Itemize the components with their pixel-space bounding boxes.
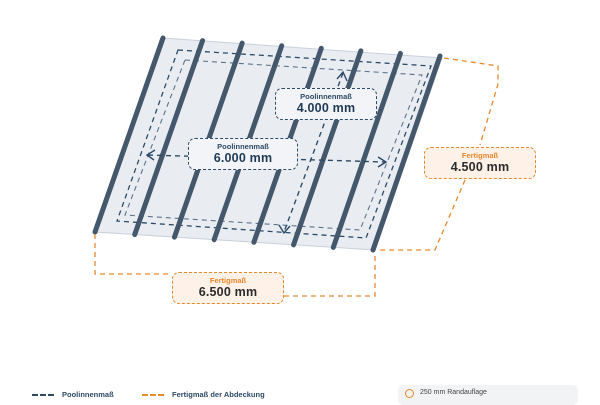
cover-rails — [92, 35, 443, 253]
legend-inner-swatch — [32, 393, 54, 396]
finish-width-value: 6.500 mm — [198, 285, 258, 299]
cover-rail — [330, 50, 403, 250]
inner-width-arrowhead-right — [377, 156, 388, 168]
legend-finish-swatch — [142, 393, 164, 396]
edge-support-label: 250 mm Randauflage — [420, 389, 487, 396]
cover-rail — [291, 48, 364, 248]
location-pin-icon — [405, 389, 414, 398]
pool-inner-outline-offset — [124, 59, 423, 231]
inner-depth-title: Poolinnenmaß — [300, 92, 352, 101]
inner-width-arrowhead-left — [145, 149, 156, 161]
edge-support-note: 250 mm Randauflage — [398, 385, 578, 405]
finish-width-label: Fertigmaß 6.500 mm — [172, 272, 284, 304]
legend-inner-label: Poolinnenmaß — [62, 390, 114, 399]
pool-inner-outline — [116, 49, 432, 239]
inner-depth-value: 4.000 mm — [296, 101, 356, 115]
inner-depth-arrowhead-bottom — [278, 224, 291, 235]
cover-rail — [92, 35, 166, 235]
finish-depth-label: Fertigmaß 4.500 mm — [424, 147, 536, 179]
inner-width-title: Poolinnenmaß — [217, 142, 269, 151]
cover-rail — [370, 53, 443, 253]
legend-finish-label: Fertigmaß der Abdeckung — [172, 390, 265, 399]
finish-depth-bracket — [443, 57, 499, 146]
finish-depth-bracket-lower — [378, 179, 466, 251]
finish-width-title: Fertigmaß — [209, 276, 247, 285]
finish-width-bracket — [94, 234, 172, 275]
inner-width-label: Poolinnenmaß 6.000 mm — [188, 138, 298, 170]
cover-rail — [132, 38, 206, 238]
finish-width-bracket-right — [284, 252, 376, 297]
finish-depth-value: 4.500 mm — [450, 160, 510, 174]
finish-depth-title: Fertigmaß — [461, 151, 499, 160]
inner-depth-label: Poolinnenmaß 4.000 mm — [275, 88, 377, 120]
inner-width-value: 6.000 mm — [213, 151, 273, 165]
inner-depth-arrowhead-top — [336, 70, 348, 82]
legend-finish-dimension: Fertigmaß der Abdeckung — [142, 390, 265, 399]
legend-inner-dimension: Poolinnenmaß — [32, 390, 114, 399]
